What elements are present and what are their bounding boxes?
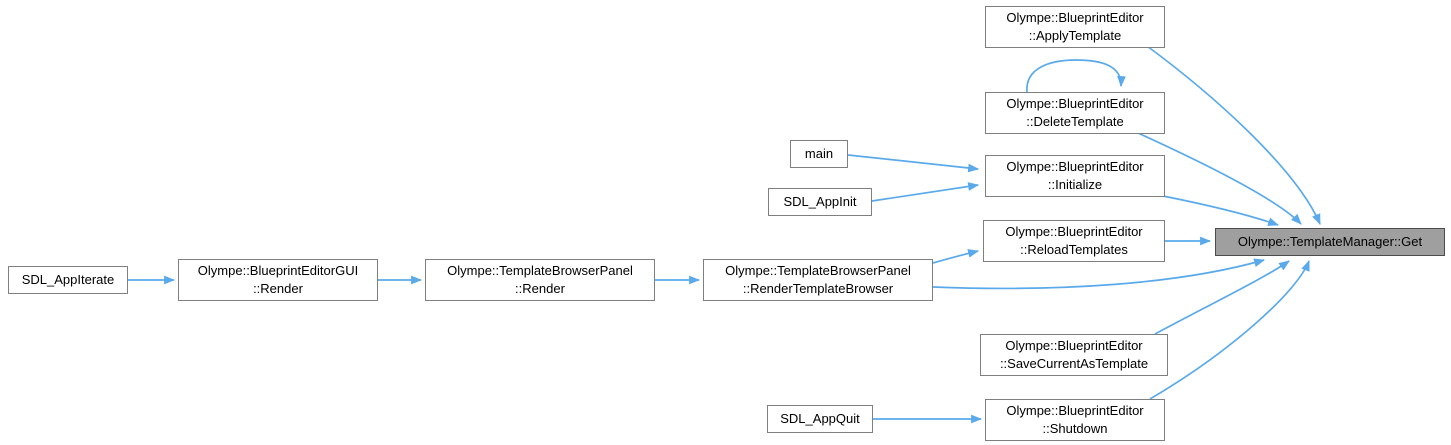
- node-blueprinteditor-initialize[interactable]: Olympe::BlueprintEditor ::Initialize: [985, 155, 1165, 197]
- node-blueprinteditor-reloadtemplates[interactable]: Olympe::BlueprintEditor ::ReloadTemplate…: [983, 220, 1165, 262]
- edge-initialize-to-get: [1162, 195, 1280, 226]
- node-main[interactable]: main: [790, 140, 848, 168]
- node-blueprinteditor-deletetemplate[interactable]: Olympe::BlueprintEditor ::DeleteTemplate: [985, 92, 1165, 134]
- node-blueprinteditorgui-render[interactable]: Olympe::BlueprintEditorGUI ::Render: [178, 259, 378, 301]
- edge-rendertemplatebrowser-to-reloadtemplates: [932, 249, 980, 264]
- node-templatemanager-get-current: Olympe::TemplateManager::Get: [1215, 228, 1445, 256]
- edge-savecurrentastemplate-to-get: [1154, 260, 1290, 335]
- node-blueprinteditor-savecurrentastemplate[interactable]: Olympe::BlueprintEditor ::SaveCurrentAsT…: [980, 334, 1168, 376]
- edge-deletetemplate-to-get: [1137, 132, 1302, 225]
- node-templatebrowserpanel-rendertemplatebrowser[interactable]: Olympe::TemplateBrowserPanel ::RenderTem…: [703, 259, 933, 301]
- edge-rendertemplatebrowser-to-get: [932, 258, 1266, 290]
- edge-appinit-to-initialize: [871, 182, 980, 202]
- node-sdl-appiterate[interactable]: SDL_AppIterate: [8, 266, 128, 294]
- node-sdl-appinit[interactable]: SDL_AppInit: [768, 188, 872, 216]
- edge-deletetemplate-self-loop: [1026, 59, 1126, 93]
- edge-shutdown-to-get: [1149, 259, 1310, 400]
- node-blueprinteditor-shutdown[interactable]: Olympe::BlueprintEditor ::Shutdown: [985, 399, 1165, 441]
- edge-applytemplate-to-get: [1146, 45, 1321, 226]
- node-templatebrowserpanel-render[interactable]: Olympe::TemplateBrowserPanel ::Render: [425, 259, 655, 301]
- node-sdl-appquit[interactable]: SDL_AppQuit: [767, 405, 873, 433]
- edge-main-to-initialize: [847, 154, 980, 173]
- node-blueprinteditor-applytemplate[interactable]: Olympe::BlueprintEditor ::ApplyTemplate: [985, 6, 1165, 48]
